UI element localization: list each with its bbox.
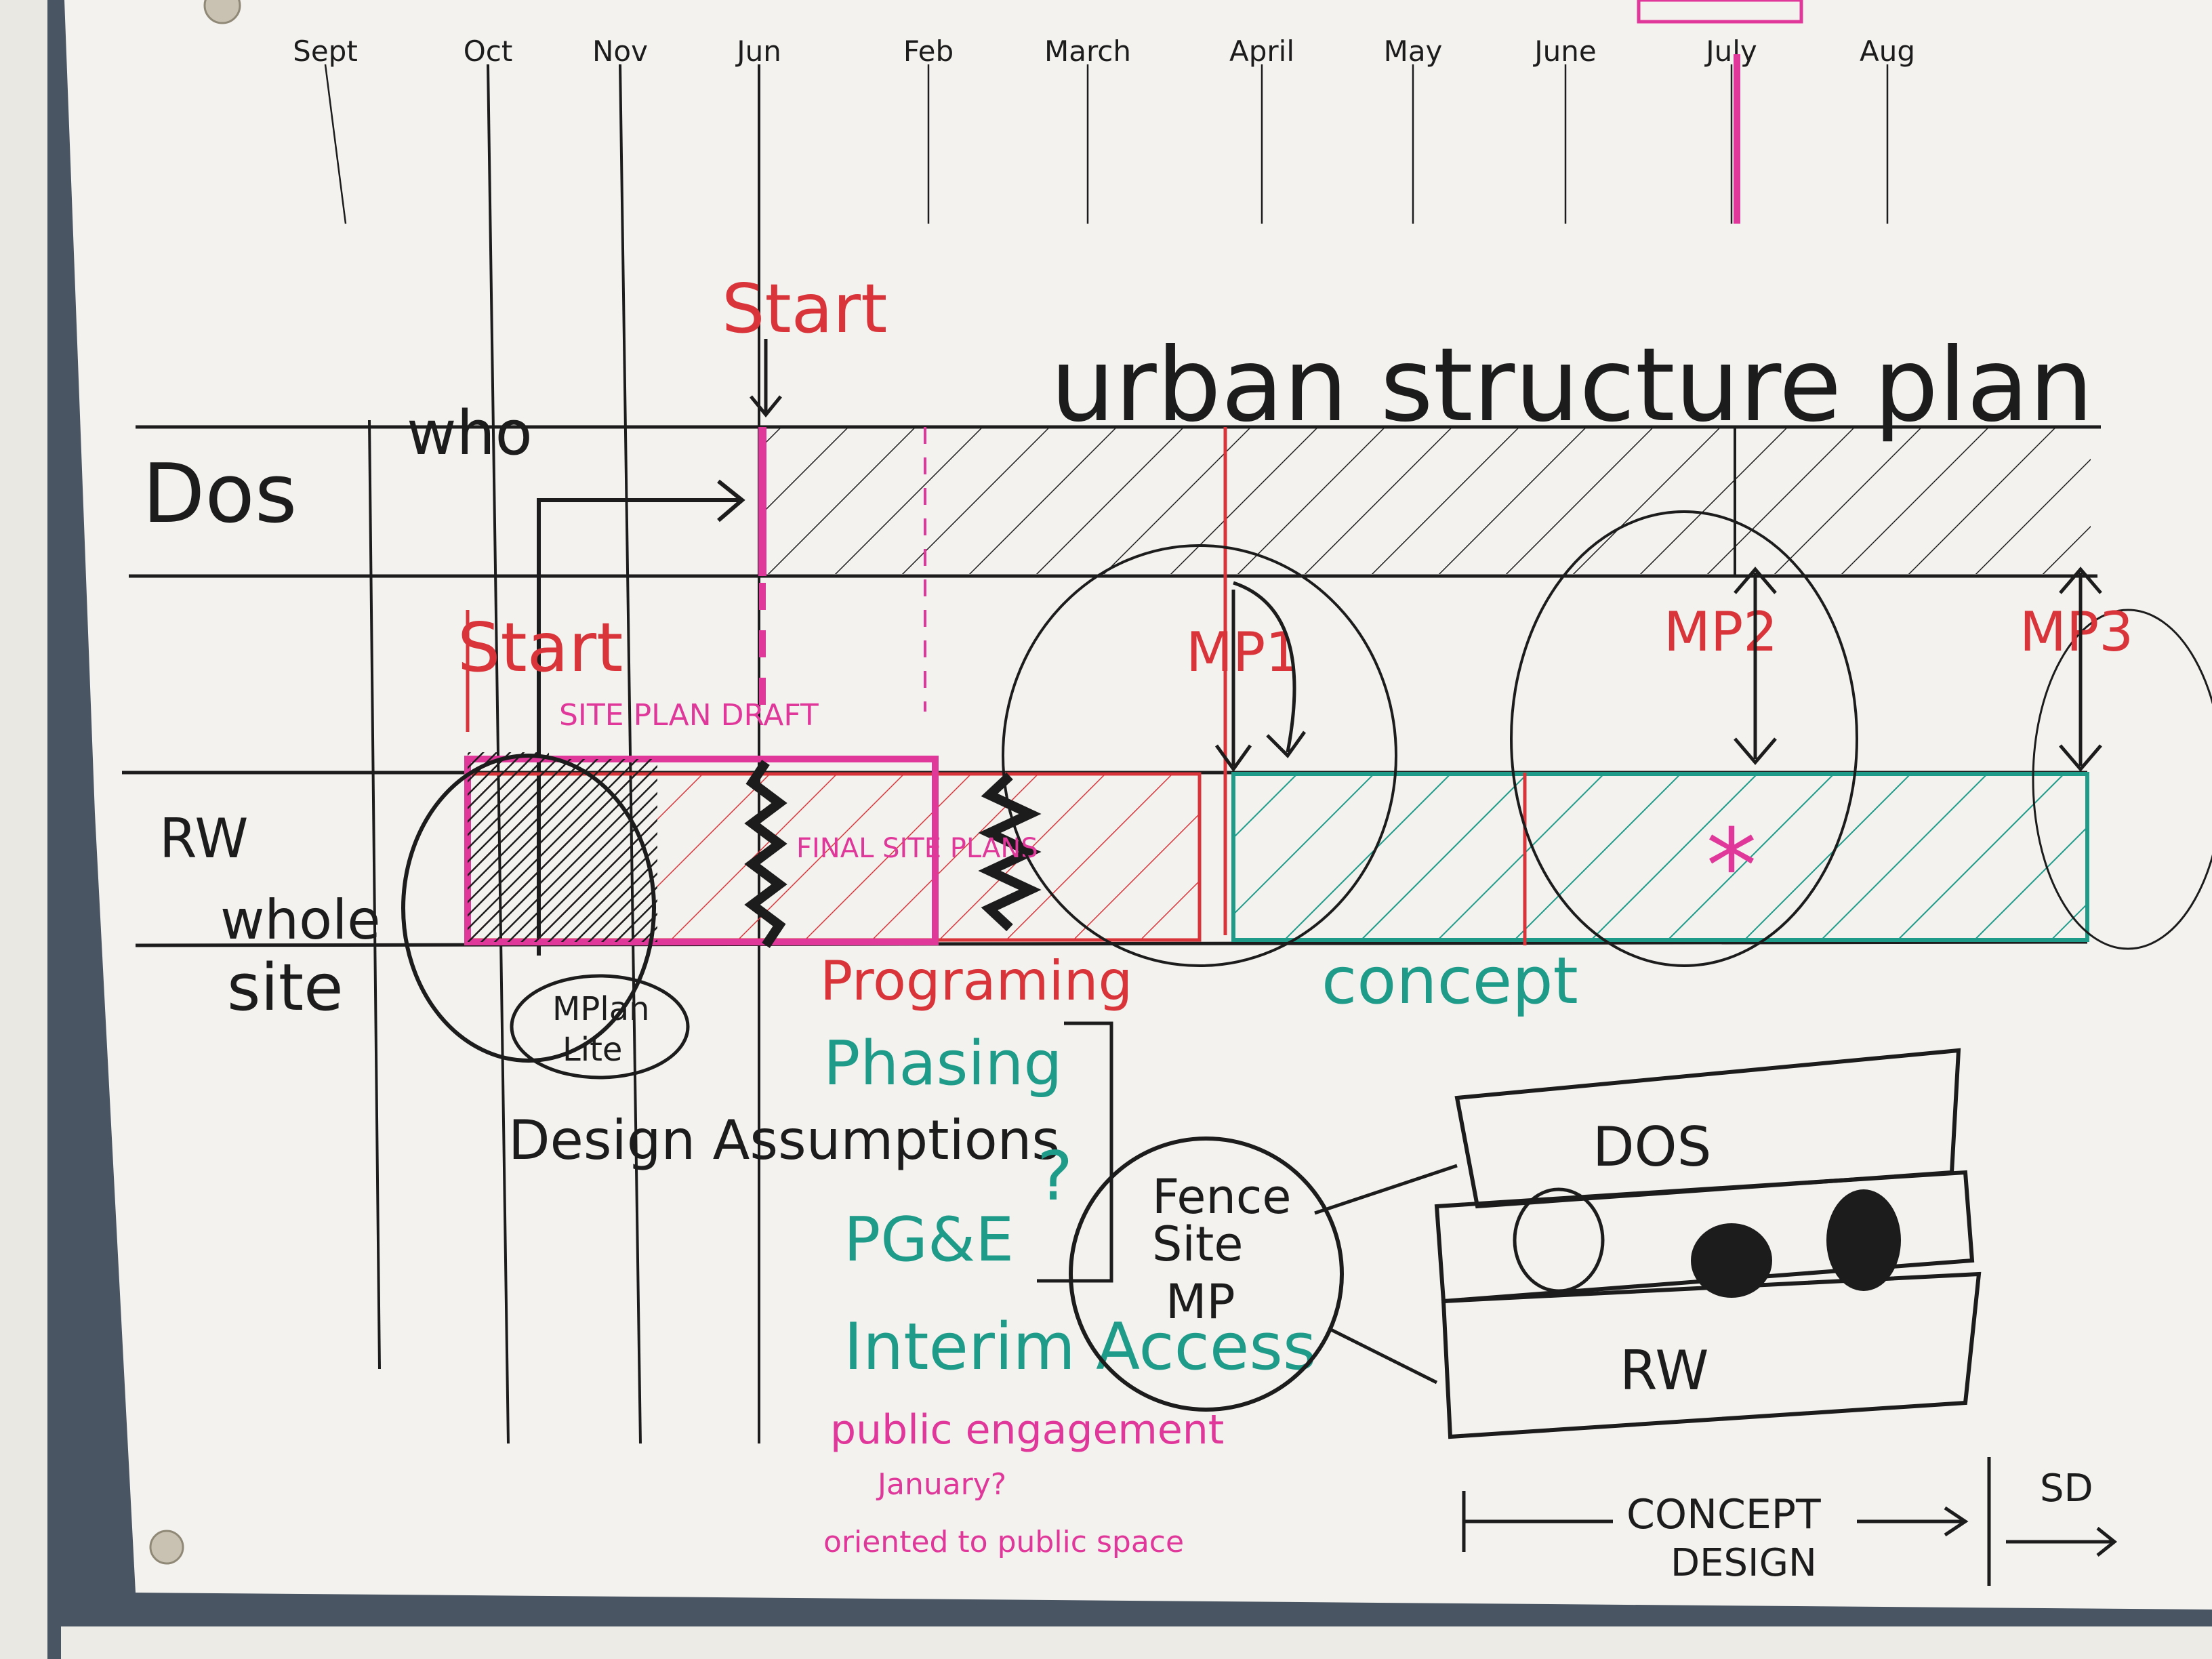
circle-mplan-lite [401,754,656,1063]
month-label-oct: Oct [464,35,513,68]
month-label-sept: Sept [293,35,358,68]
circle-mp2 [1510,510,1858,967]
site-mp-circle [1069,1136,1344,1412]
mp1-arrow [1214,590,1252,773]
list-january: January? [876,1467,1006,1502]
row-label-rw: RW [159,807,248,870]
title: urban structure plan [1050,327,2093,445]
month-label-feb: Feb [903,35,954,68]
site-mp-line2: Site [1152,1216,1243,1272]
lane-label-divider [368,419,381,1370]
pushpin-bottom [149,1530,184,1565]
month-line-sept [324,64,347,224]
sd-label: SD [2040,1467,2093,1511]
mini-diagram: DOS RW [1434,1048,1982,1439]
mini-blob-2 [1691,1223,1772,1298]
mplan-lite-line1: MPlan [552,990,650,1028]
site-plan-draft-label: SITE PLAN DRAFT [559,698,819,733]
list-phasing: Phasing [823,1028,1063,1099]
month-label-march: March [1044,35,1131,68]
list-question: ? [1037,1136,1073,1216]
row-who-dos: who [407,398,533,469]
month-label-aug: Aug [1860,35,1915,68]
month-label-june: June [1532,35,1596,68]
zigzag-marker-2 [978,772,1042,932]
dos-bar-hatch [762,428,2091,574]
rw-bar-teal-outline [1231,772,2089,942]
paper-left-sheet [0,0,47,1659]
list-design-assumptions: Design Assumptions [508,1109,1060,1172]
sd-arrow [2006,1527,2118,1557]
list-bracket [1037,1021,1113,1283]
month-labels: Sept Oct Nov Jun Feb March April May June July Aug [293,35,1915,68]
milestone-mp1: MP1 [1186,621,1300,684]
pushpin-top [203,0,241,24]
month-label-nov: Nov [592,35,648,68]
month-label-jun: Jun [735,35,781,68]
start-label-rw: Start [457,608,623,687]
month-line-nov [619,64,642,1444]
rw-dense-hatch-2 [549,759,657,942]
rw-dense-hatch-1 [468,752,549,942]
mini-dos-label: DOS [1593,1115,1711,1179]
mini-blob-3 [1826,1189,1901,1291]
mini-middle-band [1434,1170,1975,1304]
mini-blob-1 [1513,1187,1605,1293]
site-mp-line1: Fence [1152,1169,1291,1225]
circle-mp3 [2032,609,2212,950]
month-label-may: May [1384,35,1443,68]
paper-bottom-sheet [61,1626,2212,1659]
list-public-engagement: public engagement [830,1406,1224,1454]
final-site-plans-label: FINAL SITE PLANS [796,833,1038,864]
pink-asterisk: * [1706,808,1757,926]
site-mp-line3: MP [1166,1274,1235,1330]
concept-design-line1: CONCEPT [1626,1491,1821,1538]
concept-design-arrow [1857,1506,1969,1537]
row-label-dos: Dos [142,447,297,541]
mp1-curved-arrow [1233,581,1307,758]
site-mp-link-1 [1314,1164,1458,1215]
list-oriented: oriented to public space [823,1525,1184,1559]
row-who2-rw: site [227,951,344,1025]
concept-label: concept [1322,944,1578,1019]
row-who-rw: whole [220,888,381,951]
start-label-dos: Start [722,269,887,348]
mp3-double-arrow [2059,567,2102,772]
mini-rw-label: RW [1620,1339,1708,1402]
site-mp-link-2 [1327,1326,1438,1385]
mplan-lite-line2: Lite [562,1031,622,1069]
start-arrow-dos [750,339,782,417]
programing-label: Programing [820,949,1132,1012]
milestone-mp2: MP2 [1664,600,1778,663]
mp2-double-arrow [1734,567,1777,765]
mini-rw-box [1441,1271,1982,1439]
mplan-lite-bubble [510,974,690,1080]
milestone-mp3: MP3 [2020,600,2133,663]
july-pink-tag [1637,0,1803,24]
zigzag-marker-1 [744,760,787,948]
rw-bar-teal-hatch [1233,774,2087,940]
list-pge: PG&E [844,1204,1014,1275]
month-label-july: July [1704,35,1757,68]
concept-design-line2: DESIGN [1671,1541,1817,1585]
month-label-april: April [1229,35,1294,68]
circle-mp1 [1002,544,1397,967]
